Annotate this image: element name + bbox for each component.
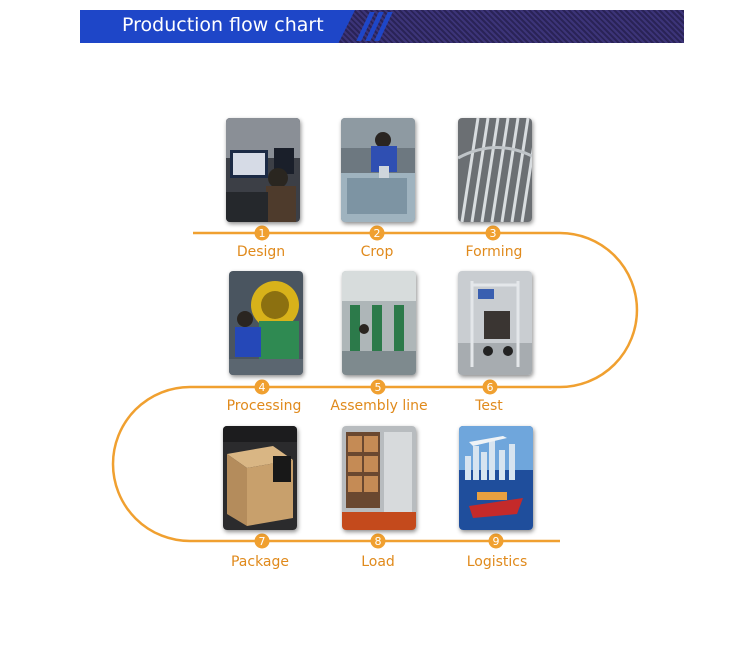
step-badge-number: 7: [259, 535, 266, 548]
flow-curve-left: [111, 385, 191, 543]
step-label-load: Load: [361, 554, 395, 570]
assembly-line-photo: [342, 271, 416, 375]
step-badge-circle: [485, 225, 501, 241]
step-badge-circle: [370, 379, 386, 395]
step-badge-number: 9: [493, 535, 500, 548]
step-label-package: Package: [230, 554, 290, 570]
package-photo: [223, 426, 297, 530]
step-badge-number: 8: [375, 535, 382, 548]
page-title: Production flow chart: [122, 14, 324, 36]
forming-photo: [458, 118, 532, 222]
step-badge-circle: [482, 379, 498, 395]
load-photo: [342, 426, 416, 530]
step-badge-circle: [370, 533, 386, 549]
step-badge-number: 4: [259, 381, 266, 394]
step-label-crop: Crop: [360, 244, 394, 260]
step-badge: 6: [482, 379, 498, 395]
step-badge-number: 6: [487, 381, 494, 394]
crop-photo: [341, 118, 415, 222]
step-badge: 9: [488, 533, 504, 549]
step-label-processing: Processing: [226, 398, 302, 414]
step-badge-circle: [254, 225, 270, 241]
step-label-test: Test: [475, 398, 503, 414]
step-badge: 8: [370, 533, 386, 549]
step-badge: 7: [254, 533, 270, 549]
step-badge: 3: [485, 225, 501, 241]
step-badge: 2: [369, 225, 385, 241]
logistics-photo: [459, 426, 533, 530]
header-title-bar: [80, 10, 355, 43]
step-badge-circle: [254, 533, 270, 549]
step-label-logistics: Logistics: [466, 554, 528, 570]
step-badge: 1: [254, 225, 270, 241]
step-badge-number: 2: [374, 227, 381, 240]
step-badge-number: 1: [259, 227, 266, 240]
step-label-design: Design: [236, 244, 286, 260]
step-label-assembly-line: Assembly line: [330, 398, 428, 414]
step-label-forming: Forming: [465, 244, 523, 260]
step-badge-circle: [254, 379, 270, 395]
processing-photo: [229, 271, 303, 375]
test-photo: [458, 271, 532, 375]
page-header: Production flow chart: [80, 10, 684, 43]
step-badge-number: 3: [490, 227, 497, 240]
step-badge: 4: [254, 379, 270, 395]
step-badge-number: 5: [375, 381, 382, 394]
step-badge-circle: [488, 533, 504, 549]
step-badge-circle: [369, 225, 385, 241]
flow-curve-right: [559, 231, 639, 389]
design-photo: [226, 118, 300, 222]
step-badge: 5: [370, 379, 386, 395]
